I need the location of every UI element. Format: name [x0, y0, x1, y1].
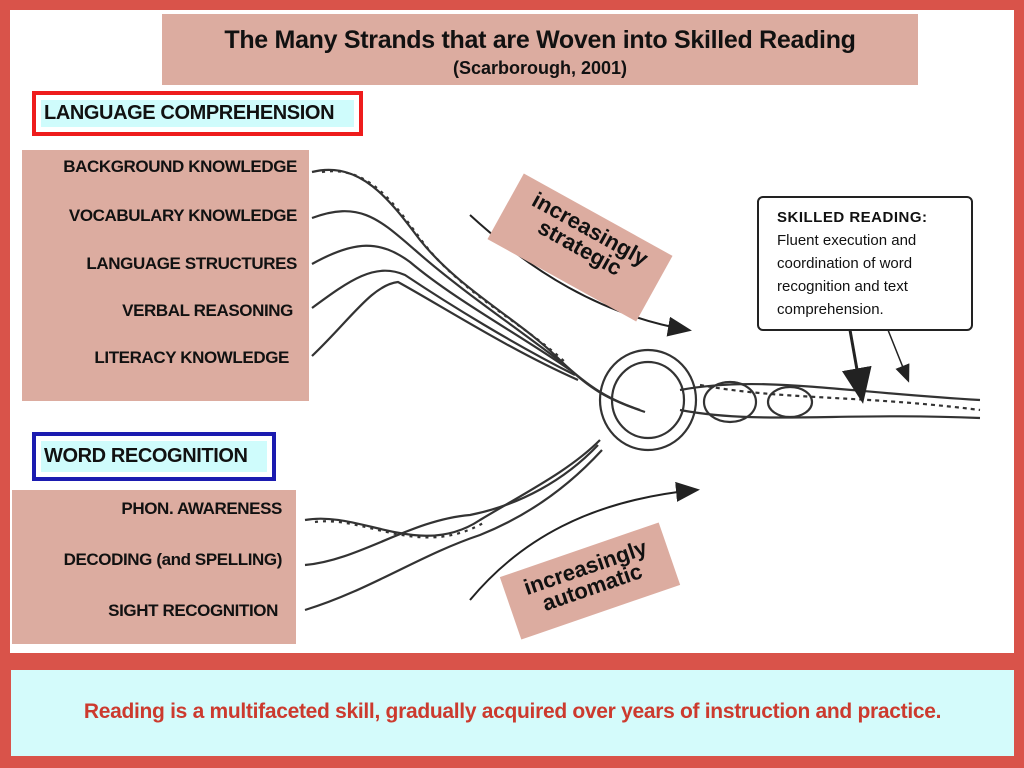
language-heading-label: LANGUAGE COMPREHENSION — [41, 100, 354, 127]
skilled-reading-line: recognition and text — [777, 278, 908, 295]
language-strands-panel: BACKGROUND KNOWLEDGE VOCABULARY KNOWLEDG… — [22, 150, 309, 401]
title-box: The Many Strands that are Woven into Ski… — [162, 14, 918, 85]
word-recognition-heading: WORD RECOGNITION — [32, 432, 276, 481]
page-subtitle: (Scarborough, 2001) — [452, 58, 628, 78]
strand-phon-awareness: PHON. AWARENESS — [121, 499, 282, 518]
skilled-reading-heading: SKILLED READING: — [777, 209, 928, 226]
language-comprehension-heading: LANGUAGE COMPREHENSION — [32, 91, 363, 136]
skilled-reading-callout: SKILLED READING: Fluent execution and co… — [757, 196, 973, 331]
word-strands-panel: PHON. AWARENESS DECODING (and SPELLING) … — [12, 490, 296, 644]
strand-sight-recognition: SIGHT RECOGNITION — [108, 601, 278, 620]
footer-text: Reading is a multifaceted skill, gradual… — [83, 700, 942, 723]
word-strand-lines — [304, 439, 603, 612]
skilled-pointer-2 — [887, 329, 910, 383]
skilled-reading-line: coordination of word — [777, 255, 913, 272]
strand-verbal-reasoning: VERBAL REASONING — [122, 301, 293, 320]
language-strand-lines — [311, 168, 646, 414]
woven-rope — [598, 348, 981, 452]
strand-vocabulary-knowledge: VOCABULARY KNOWLEDGE — [68, 206, 298, 225]
footer-banner: Reading is a multifaceted skill, gradual… — [11, 670, 1014, 756]
word-heading-label: WORD RECOGNITION — [41, 441, 267, 472]
page-title: The Many Strands that are Woven into Ski… — [224, 26, 856, 54]
automatic-arrow — [469, 481, 700, 601]
skilled-reading-line: Fluent execution and — [777, 232, 917, 249]
skilled-reading-line: comprehension. — [777, 301, 884, 318]
strand-background-knowledge: BACKGROUND KNOWLEDGE — [63, 157, 297, 176]
strand-language-structures: LANGUAGE STRUCTURES — [86, 254, 297, 273]
skilled-pointer-1 — [842, 329, 872, 404]
strand-decoding: DECODING (and SPELLING) — [63, 550, 283, 569]
strand-literacy-knowledge: LITERACY KNOWLEDGE — [94, 348, 289, 367]
